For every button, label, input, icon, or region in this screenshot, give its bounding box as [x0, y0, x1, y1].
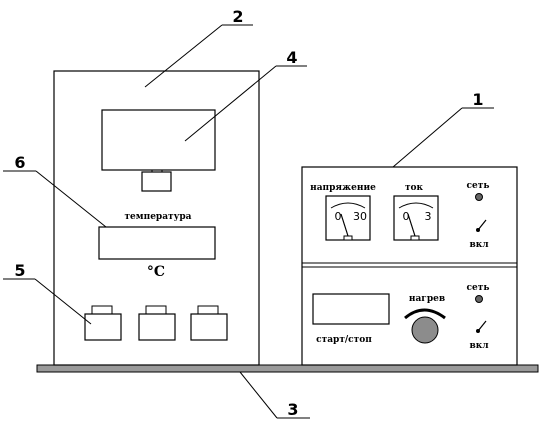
power-switch-top — [476, 219, 487, 232]
callout-2: 2 — [232, 7, 243, 26]
heating-knob — [411, 316, 439, 344]
callout-1-leader — [392, 107, 463, 168]
base-plate — [36, 364, 539, 373]
ammeter-min-label: 0 — [403, 210, 410, 223]
callout-4-leader — [184, 65, 277, 142]
ammeter-needle — [407, 213, 416, 237]
voltmeter-min-label: 0 — [335, 210, 342, 223]
heating-label: нагрев — [409, 294, 445, 304]
monitor-screen — [101, 109, 216, 171]
current-label: ток — [405, 183, 424, 193]
callout-2-leader — [144, 24, 223, 88]
celsius-unit-label: °C — [147, 264, 165, 280]
cell-container-2 — [138, 305, 176, 341]
callout-6: 6 — [14, 153, 25, 172]
mains-label-bottom: сеть — [467, 283, 490, 293]
callout-6-leader — [35, 170, 107, 228]
start-stop-label: старт/стоп — [316, 335, 372, 345]
callout-3-leader — [239, 371, 278, 419]
callout-5-leader — [34, 278, 92, 325]
mains-label-top: сеть — [467, 181, 490, 191]
cell-container-1 — [84, 305, 122, 341]
callout-5: 5 — [14, 261, 25, 280]
power-switch-bottom — [476, 320, 487, 333]
temperature-display — [98, 226, 216, 260]
cell-container-3 — [190, 305, 228, 341]
ammeter: 0 3 — [393, 195, 439, 241]
lower-display — [312, 293, 390, 325]
callout-3: 3 — [287, 400, 298, 419]
on-label-top: вкл — [469, 240, 489, 250]
callout-1: 1 — [472, 90, 483, 109]
callout-4: 4 — [286, 48, 297, 67]
ammeter-max-label: 3 — [425, 210, 432, 223]
on-label-bottom: вкл — [469, 341, 489, 351]
mains-indicator-top — [475, 193, 483, 201]
voltmeter-max-label: 30 — [353, 210, 367, 223]
temperature-label: температура — [124, 212, 191, 222]
voltage-label: напряжение — [310, 183, 376, 193]
heating-knob-arc — [404, 308, 446, 320]
voltmeter-needle — [340, 213, 349, 237]
voltmeter: 0 30 — [325, 195, 371, 241]
mains-indicator-bottom — [475, 295, 483, 303]
monitor-stand — [141, 171, 172, 192]
